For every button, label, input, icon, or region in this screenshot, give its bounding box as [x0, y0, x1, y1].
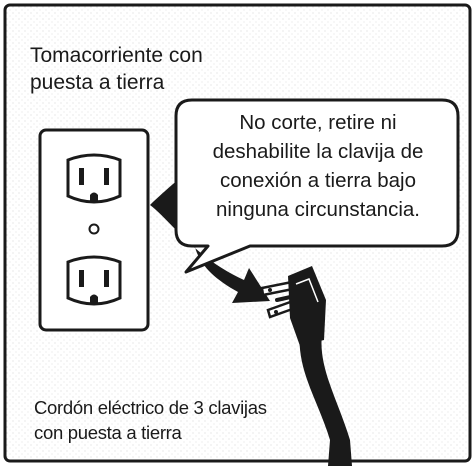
outlet-label-line2: puesta a tierra [30, 71, 165, 94]
cord-label-line2: con puesta a tierra [34, 422, 182, 443]
warning-line1: No corte, retire ni [239, 111, 397, 134]
outlet-label: Tomacorriente con puesta a tierra [30, 42, 203, 96]
warning-line4: ninguna circunstancia. [216, 198, 420, 221]
three-prong-plug [260, 266, 352, 466]
warning-text: No corte, retire ni deshabilite la clavi… [183, 108, 453, 224]
lower-receptacle [66, 255, 122, 306]
plate-screw-icon [88, 223, 100, 235]
warning-bubble [174, 98, 460, 274]
warning-line3: conexión a tierra bajo [219, 169, 416, 192]
cord-label-line1: Cordón eléctrico de 3 clavijas [34, 397, 267, 418]
cord-label: Cordón eléctrico de 3 clavijas con puest… [34, 395, 267, 445]
outlet-label-line1: Tomacorriente con [30, 44, 203, 67]
upper-receptacle [66, 153, 122, 204]
wall-outlet [38, 128, 150, 332]
warning-line2: deshabilite la clavija de [212, 140, 424, 163]
